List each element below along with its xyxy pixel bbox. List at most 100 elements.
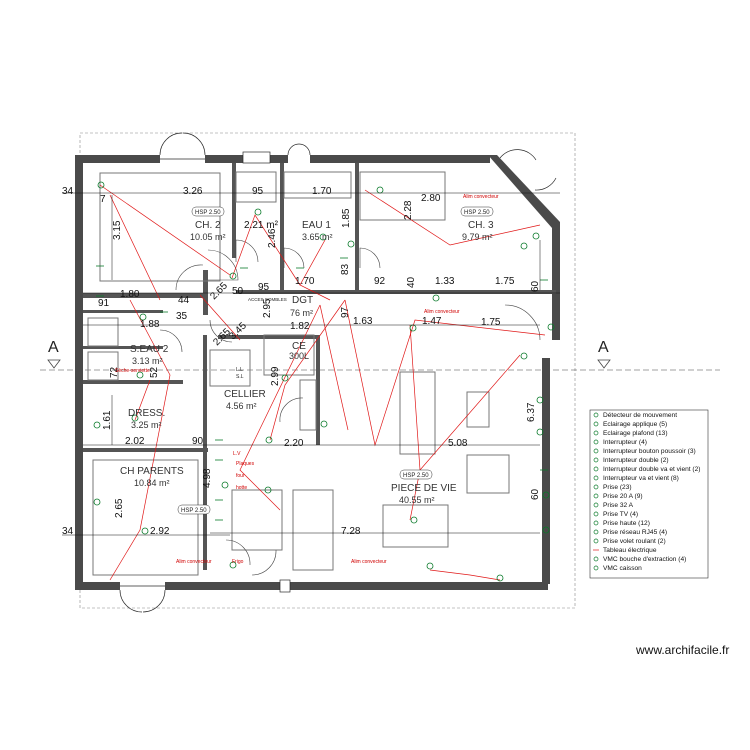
dimension: 1.88 <box>140 319 160 330</box>
legend-item: Prise volet roulant (2) <box>603 538 666 545</box>
dimension: 52 <box>149 366 160 378</box>
dimension: 2.28 <box>403 200 414 220</box>
legend-item: VMC caisson <box>603 565 642 572</box>
outlet-marks <box>96 257 548 521</box>
hsp-tag: HSP 2.50 <box>403 473 429 479</box>
room-name: EAU 1 <box>302 220 331 231</box>
room-area: 3.25 m² <box>131 420 162 430</box>
dimension: 1.70 <box>295 276 315 287</box>
annotation: L.V <box>233 451 241 457</box>
annotation: Alim convecteur <box>463 194 499 200</box>
dimension: 50 <box>232 286 244 297</box>
legend-item: Eclairage plafond (13) <box>603 430 668 437</box>
dimension: 2.65 <box>208 280 230 302</box>
door-swings <box>159 239 541 576</box>
dimension-lines <box>62 192 560 536</box>
room-name: CH. 3 <box>468 220 494 231</box>
dimension: 44 <box>178 295 190 306</box>
section-mark-right: A <box>598 339 609 356</box>
room-area: 76 m² <box>290 308 313 318</box>
partitions <box>87 171 510 576</box>
hsp-tag: HSP 2.50 <box>181 508 207 514</box>
dimension: 35 <box>176 311 188 322</box>
dimension: 7 <box>100 194 106 205</box>
dimension: 1.63 <box>353 316 373 327</box>
room-labels: CH. 2 10.05 m² EAU 1 3.65 m² CH. 3 9.79 … <box>120 220 494 505</box>
room-name: S.EAU 2 <box>130 344 169 355</box>
room-name: DRESS. <box>128 408 165 419</box>
dimension: 92 <box>374 276 386 287</box>
dimension: 7.28 <box>341 526 361 537</box>
dimension: 60 <box>530 280 541 292</box>
dimension: 1.80 <box>120 289 140 300</box>
section-arrow-left <box>47 359 61 369</box>
annotation: Alim convecteur <box>351 559 387 565</box>
section-arrow-right <box>597 359 611 369</box>
dimension: 2.20 <box>284 438 304 449</box>
dimension: 1.82 <box>290 321 310 332</box>
legend-icons <box>593 412 599 571</box>
legend-item: Prise 32 A <box>603 502 634 509</box>
dimension: 2.80 <box>421 193 441 204</box>
dimension: 2.46 <box>267 228 278 248</box>
section-mark-left: A <box>48 339 59 356</box>
top-openings <box>159 132 557 191</box>
legend-item: Interrupteur va et vient (8) <box>603 475 679 482</box>
legend-item: Prise réseau RJ45 (4) <box>603 529 667 536</box>
legend-item: Eclairage applique (5) <box>603 421 667 428</box>
room-area: 300L <box>289 351 309 361</box>
legend-item: Interrupteur (4) <box>603 439 647 446</box>
room-area: 3.13 m² <box>132 356 163 366</box>
legend-item: Prise (23) <box>603 484 632 491</box>
annotation: Alim convecteur <box>176 559 212 565</box>
dimension: 60 <box>530 488 541 500</box>
legend-item: Prise TV (4) <box>603 511 638 518</box>
dimension: 6.37 <box>526 402 537 422</box>
legend-item: Prise 20 A (9) <box>603 493 643 500</box>
annotation: Frigo <box>232 559 244 565</box>
annotation: Plaques <box>236 461 255 467</box>
dimension: 1.75 <box>495 276 515 287</box>
dimension: 34 <box>62 186 74 197</box>
annotation: S.L <box>236 374 244 380</box>
legend-item: Interrupteur double (2) <box>603 457 669 464</box>
room-area: 10.84 m² <box>134 478 170 488</box>
annotation: hotte <box>236 485 247 491</box>
dimension: 97 <box>340 306 351 318</box>
watermark: www.archifacile.fr <box>635 643 729 657</box>
legend-item: Interrupteur bouton poussoir (3) <box>603 448 696 455</box>
room-area: 4.56 m² <box>226 401 257 411</box>
room-area: 9.79 m² <box>462 232 493 242</box>
annotation: Sèche-serviette <box>115 368 150 374</box>
room-name: CE <box>292 341 306 352</box>
hsp-tags: HSP 2.50 HSP 2.50 HSP 2.50 HSP 2.50 <box>177 206 494 515</box>
room-name: DGT <box>292 295 313 306</box>
room-area: 3.65 m² <box>302 232 333 242</box>
dimension: 83 <box>340 263 351 275</box>
dimension: 91 <box>98 298 110 309</box>
legend-item: Interrupteur double va et vient (2) <box>603 466 701 473</box>
hsp-tag: HSP 2.50 <box>464 210 490 216</box>
dimension: 2.21 m² <box>244 220 279 231</box>
dimension: 2.02 <box>125 436 145 447</box>
dimension: 3.15 <box>112 220 123 240</box>
dimension: 2.92 <box>150 526 170 537</box>
dimension: 2.65 <box>114 498 125 518</box>
dimension: 1.61 <box>102 410 113 430</box>
dimension: 1.70 <box>312 186 332 197</box>
electrical-symbols <box>93 181 555 582</box>
dimension: 2.99 <box>270 366 281 386</box>
room-name: CH PARENTS <box>120 466 184 477</box>
dimension: 90 <box>192 436 204 447</box>
outer-walls <box>75 155 560 590</box>
interior-walls <box>83 163 556 570</box>
dimension: 2.95 <box>262 298 273 318</box>
room-area: 40.55 m² <box>399 495 435 505</box>
dimension: 34 <box>62 526 74 537</box>
room-name: PIECE DE VIE <box>391 483 457 494</box>
dimension: 1.33 <box>435 276 455 287</box>
dimension: 40 <box>406 276 417 288</box>
annotation: ACCES COMBLES <box>248 297 287 302</box>
annotation: L.L <box>236 367 243 373</box>
